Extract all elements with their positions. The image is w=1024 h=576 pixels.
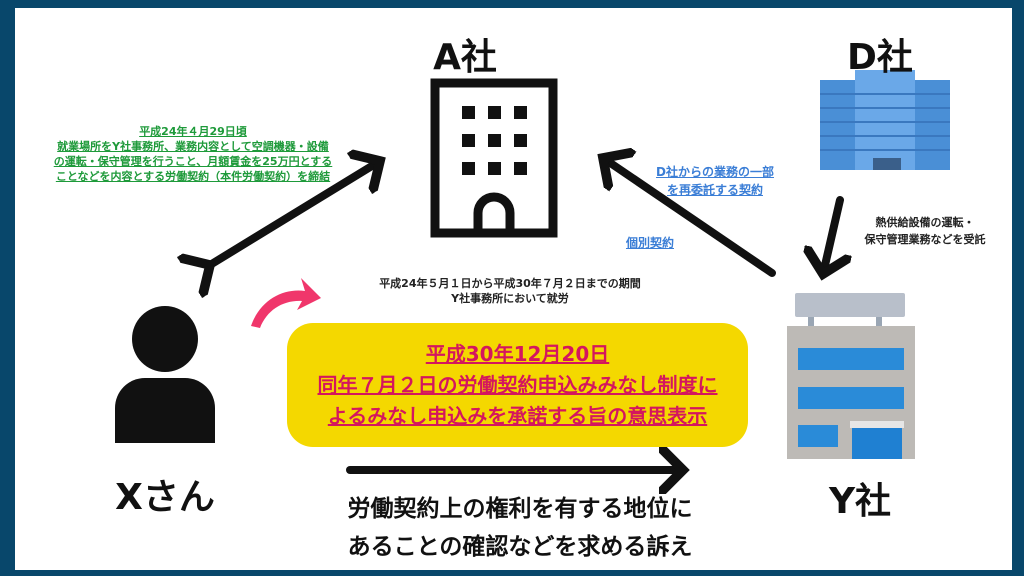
contract-note: 平成24年４月29日頃 就業場所をY社事務所、業務内容として空調機器・設備 の運… [43,124,343,184]
a-company-label: A社 [433,37,497,78]
arrows-layer [115,70,950,570]
contract-note-line: 就業場所をY社事務所、業務内容として空調機器・設備 [57,140,329,153]
d-company-building-icon [820,70,950,170]
person-icon [115,306,215,443]
highlight-line: 同年７月２日の労働契約申込みみなし制度に [317,372,718,397]
subcontract-note: D社からの業務の一部 を再委託する契約 [645,163,785,199]
subcontract-note-line: D社からの業務の一部 [656,165,774,179]
individual-contract-label: 個別契約 [625,236,674,250]
person-label: Xさん [115,477,215,518]
highlight-line: よるみなし申込みを承諾する旨の意思表示 [327,403,708,428]
consignment-note-line: 熱供給設備の運転・ [875,216,975,229]
contract-note-line: 平成24年４月29日頃 [139,125,247,138]
a-company-building-icon [430,78,558,238]
d-company-label: D社 [847,37,913,78]
acceptance-highlight-box: 平成30年12月20日 同年７月２日の労働契約申込みみなし制度に よるみなし申込… [287,323,748,447]
subcontract-note-line: を再委託する契約 [666,183,763,197]
contract-note-line: ことなどを内容とする労働契約（本件労働契約）を締結 [55,170,331,183]
diagram-canvas: A社 D社 Y社 Xさん 平成24年４月29日頃 就業場所をY社事務所、業務内容… [15,8,1012,570]
work-period-note: 平成24年５月１日から平成30年７月２日までの期間 Y社事務所において就労 [335,276,685,306]
claim-line: 労働契約上の権利を有する地位に [347,496,693,522]
lawsuit-claim-text: 労働契約上の権利を有する地位に あることの確認などを求める訴え [305,490,735,566]
consignment-note-line: 保守管理業務などを受託 [864,233,986,246]
work-period-line: Y社事務所において就労 [451,292,569,305]
y-company-building-icon [787,293,915,459]
a-x-double-arrow [210,161,380,265]
y-to-a-arrow [603,158,776,277]
highlight-line: 平成30年12月20日 [425,341,610,366]
d-to-y-arrow [823,196,840,274]
y-company-label: Y社 [828,481,892,522]
claim-line: あることの確認などを求める訴え [347,534,693,560]
pink-curved-arrow [251,278,321,328]
consignment-note: 熱供給設備の運転・ 保守管理業務などを受託 [855,214,995,248]
contract-note-line: の運転・保守管理を行うこと、月額賃金を25万円とする [53,155,333,168]
work-period-line: 平成24年５月１日から平成30年７月２日までの期間 [379,277,641,290]
